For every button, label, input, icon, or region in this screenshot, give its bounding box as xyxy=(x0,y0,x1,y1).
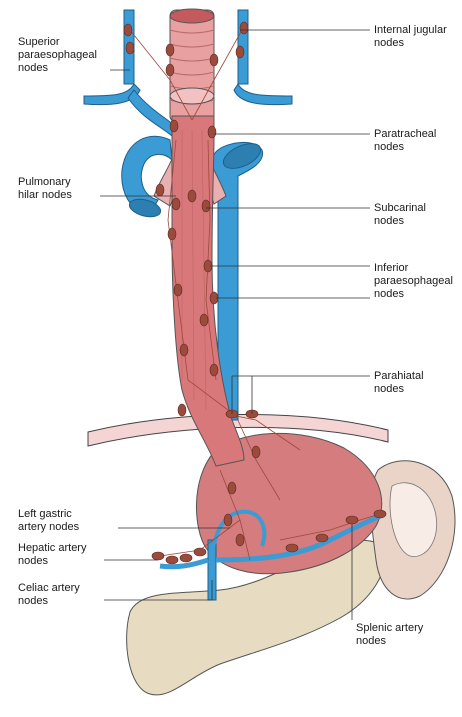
splenic-artery xyxy=(215,513,381,563)
label-left-gastric-artery: Left gastric artery nodes xyxy=(18,508,80,533)
lymph-node xyxy=(201,199,211,213)
lymph-node xyxy=(315,533,329,543)
lymph-node xyxy=(239,21,249,35)
lymph-node xyxy=(165,555,179,565)
lymph-nodes xyxy=(123,21,387,565)
lymph-node xyxy=(165,63,175,77)
pancreas xyxy=(126,540,386,696)
lymph-node xyxy=(209,53,219,67)
lymph-node xyxy=(179,343,189,357)
lymphatic-vessels xyxy=(129,29,381,561)
lymph-node xyxy=(209,363,219,377)
left-gastric-artery xyxy=(212,509,267,547)
hepatic-artery xyxy=(159,557,209,570)
lymph-node xyxy=(235,45,245,59)
label-celiac-artery: Celiac artery nodes xyxy=(18,582,80,607)
left-subclavian-vein xyxy=(83,83,141,106)
leader-celiac xyxy=(104,580,213,601)
lymph-node xyxy=(187,189,197,203)
lymph-node xyxy=(155,183,165,197)
lymph-node xyxy=(125,41,135,55)
tracheal-cut xyxy=(169,87,215,105)
label-inferior-paraesophageal: Inferior paraesophageal nodes xyxy=(374,262,453,300)
lymph-node xyxy=(193,547,207,557)
trachea-lumen xyxy=(169,8,215,24)
right-subclavian-vein xyxy=(233,83,293,106)
aorta-lumen xyxy=(222,143,262,169)
leader-lines xyxy=(100,29,370,620)
lymph-node xyxy=(179,553,193,563)
label-splenic-artery: Splenic artery nodes xyxy=(356,622,424,647)
lymph-node xyxy=(251,445,261,459)
label-pulmonary-hilar: Pulmonary hilar nodes xyxy=(18,176,72,201)
leader-parahiatal xyxy=(231,375,370,414)
lymph-node xyxy=(345,515,359,525)
lymph-node xyxy=(151,551,165,561)
label-subcarinal: Subcarinal nodes xyxy=(374,202,426,227)
pulmonary-artery-lumen xyxy=(128,198,162,218)
lymph-node xyxy=(199,313,209,327)
lymph-node xyxy=(227,481,237,495)
lymph-node xyxy=(167,227,177,241)
lymph-node xyxy=(123,23,133,37)
label-paratracheal: Paratracheal nodes xyxy=(374,128,437,153)
label-parahiatal: Parahiatal nodes xyxy=(374,370,424,395)
lymph-node xyxy=(171,197,181,211)
lymph-node xyxy=(173,283,183,297)
trachea xyxy=(169,9,215,123)
lymph-node xyxy=(223,513,233,527)
label-superior-paraesophageal: Superior paraesophageal nodes xyxy=(18,36,97,74)
lymph-node xyxy=(373,509,387,519)
lymph-node xyxy=(235,533,245,547)
lymph-node xyxy=(207,125,217,139)
lymph-node xyxy=(285,543,299,553)
lymph-node xyxy=(169,119,179,133)
label-hepatic-artery: Hepatic artery nodes xyxy=(18,542,87,567)
label-internal-jugular: Internal jugular nodes xyxy=(374,24,447,49)
diaphragm xyxy=(87,414,389,447)
esophageal-striations xyxy=(181,129,207,411)
splenic-hilum xyxy=(389,482,438,557)
lymph-node xyxy=(165,43,175,57)
lymph-node xyxy=(177,403,187,417)
